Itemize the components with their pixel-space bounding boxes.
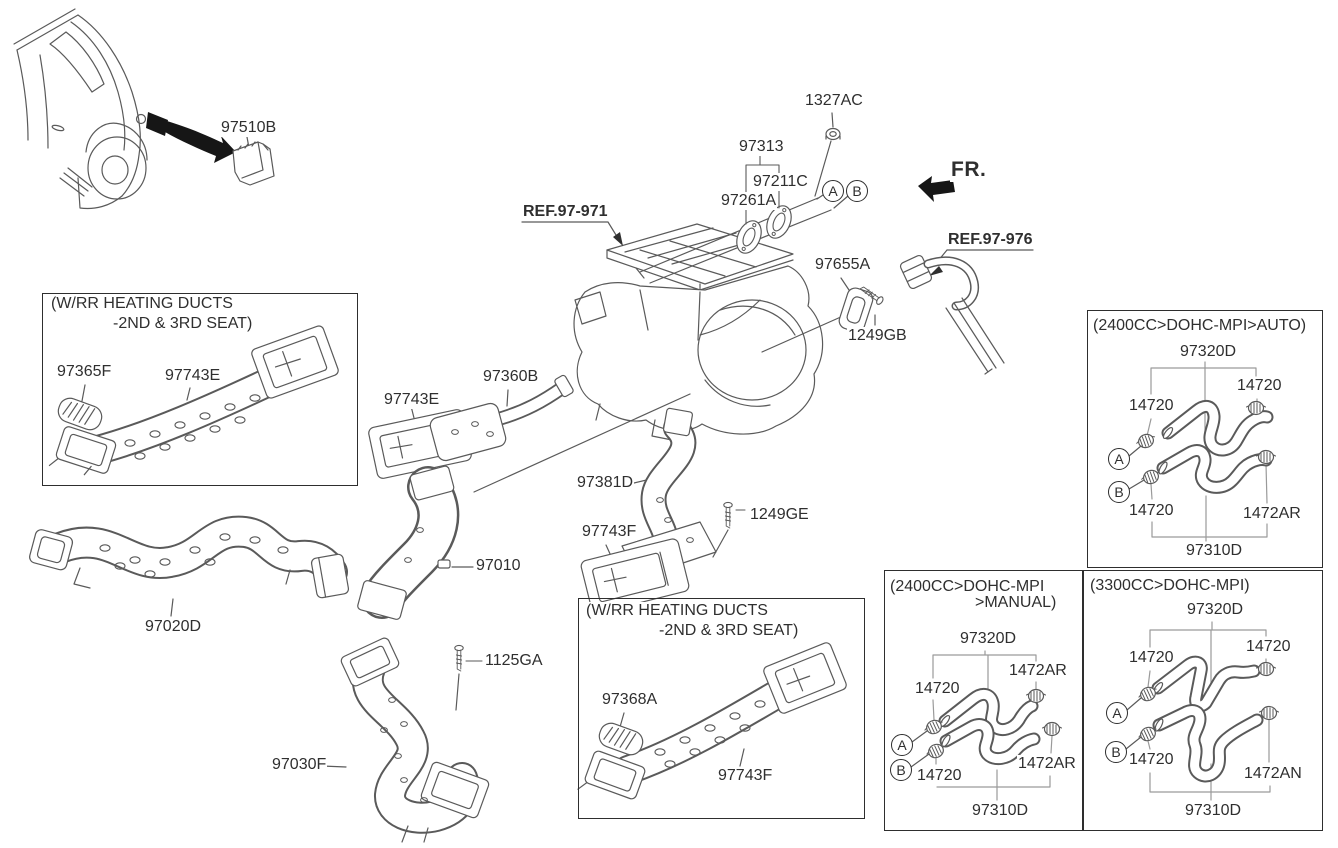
v6-clamp-bottom-right-label: 1472AN [1243, 765, 1303, 784]
inset-manual-hoses-drawing [910, 650, 1063, 801]
callout-1327ac: 1327AC [804, 92, 864, 111]
duct-97360b-drawing [429, 374, 574, 462]
callout-97743e: 97743E [383, 391, 441, 410]
callout-97365f: 97365F [56, 363, 113, 382]
ref-97-976-label: REF.97-976 [947, 231, 1034, 250]
inset-3300-hoses-drawing [1125, 621, 1280, 801]
auto-port-a-badge: A [1108, 448, 1130, 470]
inset-bottom-duct-drawing [577, 642, 847, 800]
manual-hose-outlet-label: 97310D [971, 802, 1030, 821]
callout-97381d: 97381D [576, 474, 635, 493]
manual-hose-inlet-label: 97320D [959, 630, 1018, 649]
inset-manual-title-line2: >MANUAL) [974, 594, 1058, 613]
callout-97743f: 97743F [581, 523, 638, 542]
callout-1125ga: 1125GA [484, 652, 544, 671]
duct-97743f-drawing [580, 538, 690, 614]
manual-port-a-badge: A [891, 734, 913, 756]
callout-1249ge: 1249GE [749, 506, 810, 525]
callout-97368a: 97368A [601, 691, 659, 710]
callout-1249gb: 1249GB [847, 327, 908, 346]
callout-97261a: 97261A [720, 192, 778, 211]
manual-clamp-bottom-left-label: 14720 [916, 767, 963, 786]
inset-auto-hoses-drawing [1128, 361, 1277, 542]
auto-hose-inlet-label: 97320D [1179, 343, 1238, 362]
ref-97-971-label: REF.97-971 [522, 203, 609, 222]
v6-hose-inlet-label: 97320D [1186, 601, 1245, 620]
inset-box-2400-auto [1087, 310, 1323, 568]
callout-97030f: 97030F [271, 756, 328, 775]
v6-port-b-badge: B [1105, 741, 1127, 763]
heater-unit-drawing [473, 223, 824, 493]
callout-97743e-inset: 97743E [164, 367, 222, 386]
auto-clamp-bottom-right-label: 1472AR [1242, 505, 1302, 524]
inset-left-title-line2: -2ND & 3RD SEAT) [112, 315, 254, 334]
inset-box-2400-manual [884, 570, 1083, 831]
inset-bottom-title-line1: (W/RR HEATING DUCTS [585, 602, 769, 621]
inset-3300-title: (3300CC>DOHC-MPI) [1089, 577, 1251, 596]
auto-clamp-top-right-label: 14720 [1236, 377, 1283, 396]
port-a-badge: A [822, 180, 844, 202]
inset-auto-title: (2400CC>DOHC-MPI>AUTO) [1092, 317, 1308, 336]
inset-left-duct-drawing [48, 325, 339, 476]
callout-97655a: 97655A [814, 256, 872, 275]
heater-pipes-drawing [635, 112, 849, 284]
auto-hose-outlet-label: 97310D [1185, 542, 1244, 561]
fr-direction-label: FR. [950, 158, 988, 183]
duct-97020d-drawing [29, 515, 350, 617]
v6-port-a-badge: A [1106, 702, 1128, 724]
callout-97211c: 97211C [752, 173, 809, 192]
manual-clamp-bottom-right-label: 1472AR [1017, 755, 1077, 774]
callout-97743f-inset: 97743F [717, 767, 774, 786]
callout-97510b: 97510B [220, 119, 278, 138]
duct-97030f-drawing [321, 637, 490, 843]
v6-hose-outlet-label: 97310D [1184, 802, 1243, 821]
auto-port-b-badge: B [1108, 481, 1130, 503]
callout-97020d: 97020D [144, 618, 203, 637]
inset-box-3300 [1083, 570, 1323, 831]
callout-97313: 97313 [738, 138, 785, 157]
auto-clamp-bottom-left-label: 14720 [1128, 502, 1175, 521]
ref-971-leader [521, 221, 623, 246]
callout-97010: 97010 [475, 557, 522, 576]
inset-box-rr-ducts-bottom [578, 598, 865, 819]
manual-clamp-left-label: 14720 [914, 680, 961, 699]
fr-arrow-icon [918, 176, 955, 202]
v6-clamp-bottom-left-label: 14720 [1128, 751, 1175, 770]
callout-97360b: 97360B [482, 368, 540, 387]
inset-box-rr-ducts-left [42, 293, 358, 486]
inset-manual-title-line1: (2400CC>DOHC-MPI [889, 578, 1046, 597]
manual-port-b-badge: B [890, 759, 912, 781]
car-illustration [13, 8, 236, 210]
auto-clamp-left-label: 14720 [1128, 397, 1175, 416]
v6-clamp-left-label: 14720 [1128, 649, 1175, 668]
inset-bottom-title-line2: -2ND & 3RD SEAT) [658, 622, 800, 641]
port-b-badge: B [846, 180, 868, 202]
duct-97010-drawing [357, 465, 474, 620]
manual-clamp-top-right-label: 1472AR [1008, 662, 1068, 681]
inset-left-title-line1: (W/RR HEATING DUCTS [50, 295, 234, 314]
ref-976-leader-and-hoses [899, 249, 1034, 375]
quarter-vent-drawing [232, 136, 275, 186]
v6-clamp-top-right-label: 14720 [1245, 638, 1292, 657]
